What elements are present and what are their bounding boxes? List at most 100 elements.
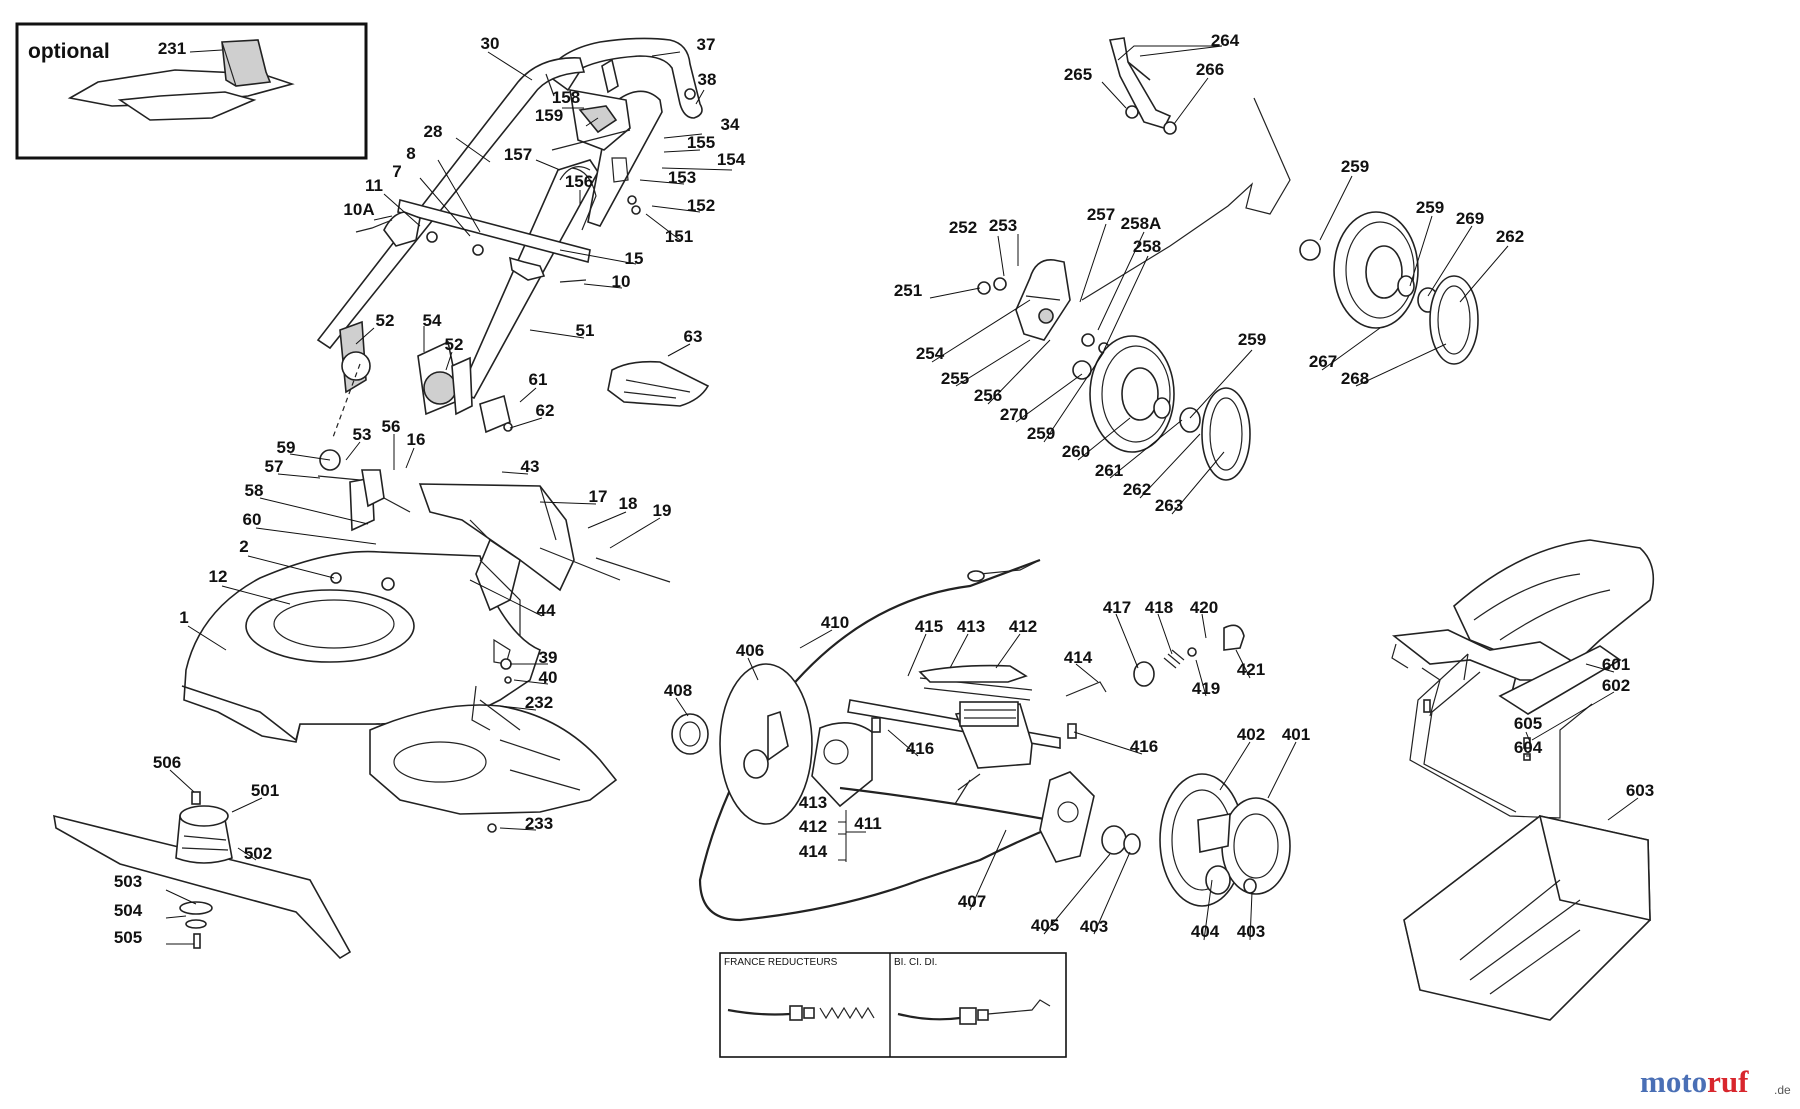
part-label-418: 418 (1145, 598, 1173, 617)
part-label-154: 154 (717, 150, 746, 169)
inset-box: FRANCE REDUCTEURS BI. CI. DI. (719, 952, 1067, 1058)
part-label-152: 152 (687, 196, 715, 215)
part-label-158: 158 (552, 88, 580, 107)
part-label-159: 159 (535, 106, 563, 125)
part-label-62: 62 (536, 401, 555, 420)
part-label-406: 406 (736, 641, 764, 660)
part-label-153: 153 (668, 168, 696, 187)
part-label-254: 254 (916, 344, 945, 363)
part-label-403: 403 (1080, 917, 1108, 936)
part-label-410: 410 (821, 613, 849, 632)
part-label-253: 253 (989, 216, 1017, 235)
part-label-7: 7 (392, 162, 401, 181)
part-label-401: 401 (1282, 725, 1310, 744)
part-label-232: 232 (525, 693, 553, 712)
part-label-61: 61 (529, 370, 548, 389)
drive-assembly (671, 558, 1291, 922)
part-label-420: 420 (1190, 598, 1218, 617)
watermark: motoruf .de (1640, 1064, 1791, 1099)
part-label-255: 255 (941, 369, 969, 388)
part-label-407: 407 (958, 892, 986, 911)
part-label-412: 412 (799, 817, 827, 836)
part-label-19: 19 (653, 501, 672, 520)
part-label-15: 15 (625, 249, 644, 268)
part-label-12: 12 (209, 567, 228, 586)
part-label-38: 38 (698, 70, 717, 89)
part-label-1: 1 (179, 608, 188, 627)
part-label-56: 56 (382, 417, 401, 436)
part-label-261: 261 (1095, 461, 1123, 480)
part-label-259: 259 (1416, 198, 1444, 217)
part-label-44: 44 (537, 601, 556, 620)
part-label-268: 268 (1341, 369, 1369, 388)
part-label-52: 52 (445, 335, 464, 354)
part-label-28: 28 (424, 122, 443, 141)
part-label-258A: 258A (1121, 214, 1162, 233)
part-label-151: 151 (665, 227, 693, 246)
part-label-2: 2 (239, 537, 248, 556)
optional-box: optional (15, 22, 368, 160)
part-label-156: 156 (565, 172, 593, 191)
part-label-601: 601 (1602, 655, 1630, 674)
part-label-10A: 10A (343, 200, 374, 219)
part-label-59: 59 (277, 438, 296, 457)
part-label-258: 258 (1133, 237, 1161, 256)
part-label-16: 16 (407, 430, 426, 449)
part-label-8: 8 (406, 144, 415, 163)
front-wheel-assembly (977, 37, 1479, 481)
part-label-419: 419 (1192, 679, 1220, 698)
part-label-63: 63 (684, 327, 703, 346)
part-label-231: 231 (158, 39, 186, 58)
part-label-259: 259 (1238, 330, 1266, 349)
part-label-413: 413 (957, 617, 985, 636)
part-label-404: 404 (1191, 922, 1220, 941)
part-label-405: 405 (1031, 916, 1059, 935)
part-label-257: 257 (1087, 205, 1115, 224)
part-label-57: 57 (265, 457, 284, 476)
part-label-504: 504 (114, 901, 143, 920)
part-label-414: 414 (1064, 648, 1093, 667)
part-label-54: 54 (423, 311, 442, 330)
part-label-267: 267 (1309, 352, 1337, 371)
part-label-417: 417 (1103, 598, 1131, 617)
part-label-30: 30 (481, 34, 500, 53)
part-label-604: 604 (1514, 738, 1543, 757)
part-label-505: 505 (114, 928, 142, 947)
part-label-506: 506 (153, 753, 181, 772)
part-label-403: 403 (1237, 922, 1265, 941)
part-label-252: 252 (949, 218, 977, 237)
part-label-256: 256 (974, 386, 1002, 405)
part-label-501: 501 (251, 781, 279, 800)
part-label-603: 603 (1626, 781, 1654, 800)
part-label-37: 37 (697, 35, 716, 54)
part-label-60: 60 (243, 510, 262, 529)
deflector-232 (369, 685, 618, 833)
part-label-269: 269 (1456, 209, 1484, 228)
part-label-155: 155 (687, 133, 715, 152)
part-label-416: 416 (906, 739, 934, 758)
part-label-157: 157 (504, 145, 532, 164)
part-label-264: 264 (1211, 31, 1240, 50)
part-label-259: 259 (1027, 424, 1055, 443)
part-label-270: 270 (1000, 405, 1028, 424)
part-label-602: 602 (1602, 676, 1630, 695)
part-label-503: 503 (114, 872, 142, 891)
grass-bag-assembly (1391, 539, 1655, 1021)
blade-assembly (53, 791, 352, 960)
part-label-266: 266 (1196, 60, 1224, 79)
part-label-259: 259 (1341, 157, 1369, 176)
part-label-11: 11 (365, 176, 383, 195)
watermark-brand: motoruf (1640, 1064, 1749, 1099)
part-label-263: 263 (1155, 496, 1183, 515)
part-label-233: 233 (525, 814, 553, 833)
optional-title: optional (28, 40, 110, 63)
part-label-58: 58 (245, 481, 264, 500)
part-label-251: 251 (894, 281, 922, 300)
part-label-39: 39 (539, 648, 558, 667)
part-label-18: 18 (619, 494, 638, 513)
mulching-plug-part (67, 39, 295, 121)
part-label-53: 53 (353, 425, 372, 444)
